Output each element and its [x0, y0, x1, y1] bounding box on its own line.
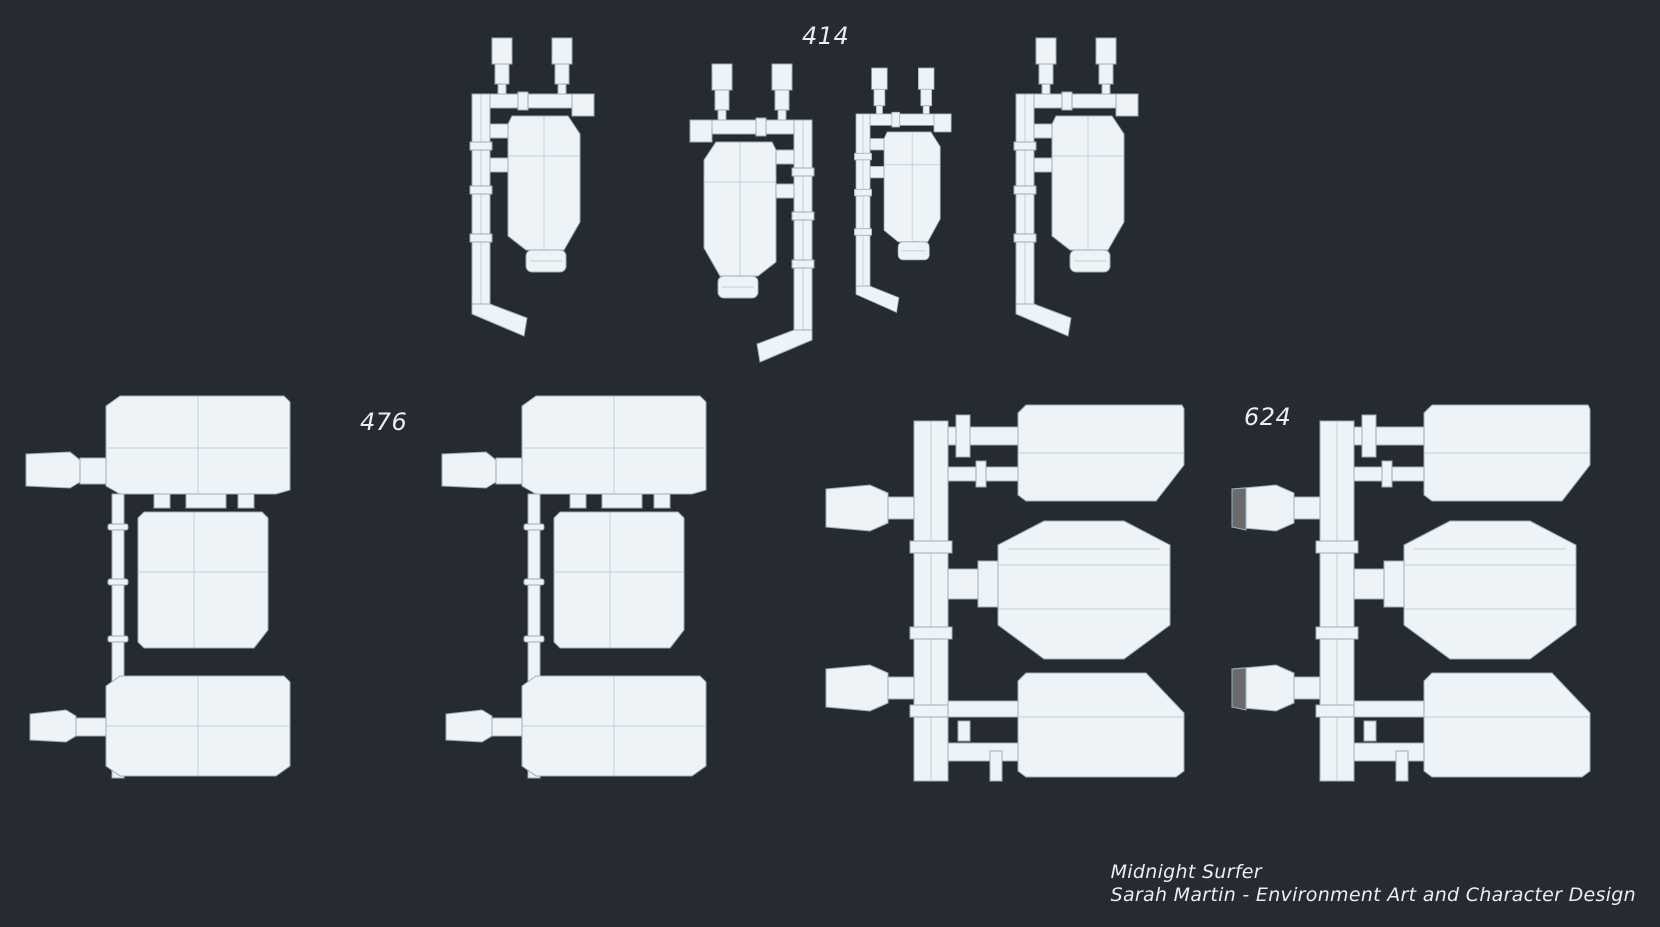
label-476: 476 [360, 408, 408, 436]
medium-unit-2 [441, 395, 707, 779]
large-unit-2 [1231, 404, 1591, 782]
label-624: 624 [1244, 403, 1292, 431]
small-unit-2 [689, 63, 815, 363]
large-unit-1 [825, 404, 1185, 782]
small-unit-3 [854, 67, 952, 313]
set-624 [825, 404, 1591, 782]
shaded-face [1231, 487, 1247, 531]
set-414 [469, 37, 1139, 363]
author-credit: Sarah Martin - Environment Art and Chara… [1110, 884, 1636, 906]
project-title: Midnight Surfer [1110, 861, 1262, 883]
set-476 [25, 395, 707, 779]
credits: Midnight Surfer Sarah Martin - Environme… [1111, 861, 1636, 907]
shaded-face [1231, 667, 1247, 711]
label-414: 414 [802, 22, 850, 50]
small-unit-4 [1013, 37, 1139, 337]
small-unit-1 [469, 37, 595, 337]
medium-unit-1 [25, 395, 291, 779]
